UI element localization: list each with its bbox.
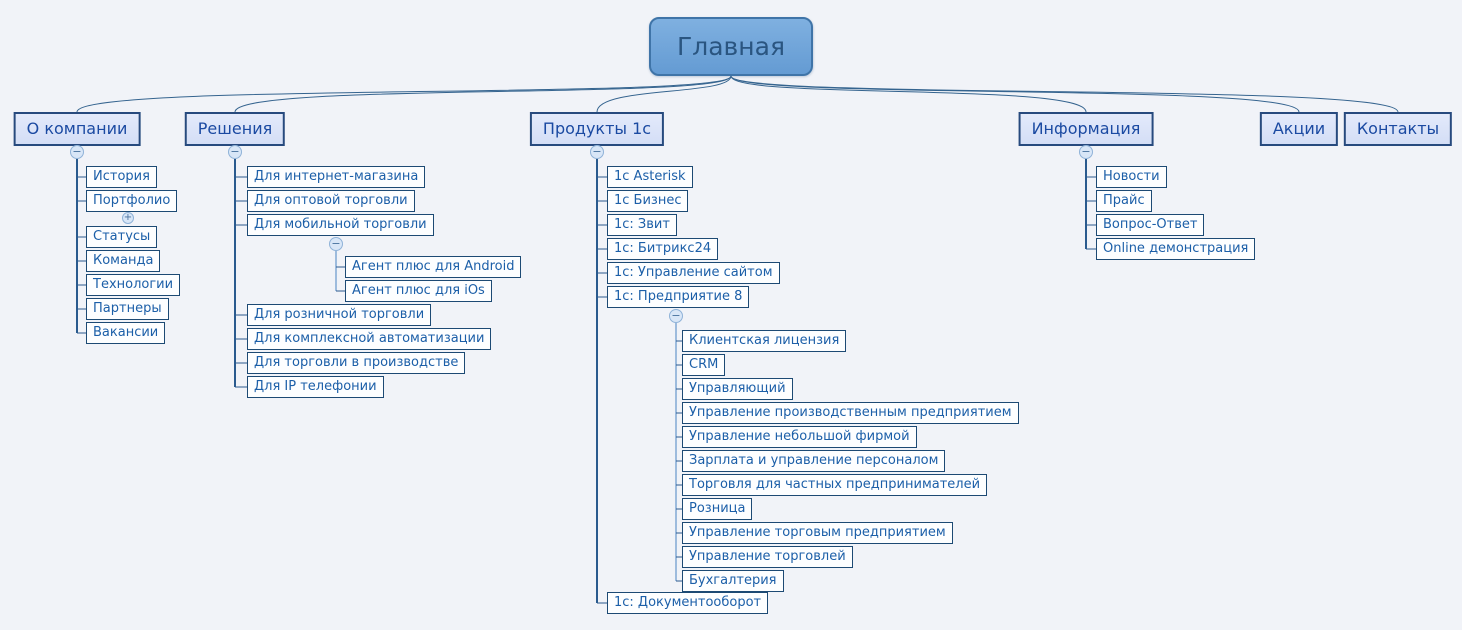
collapse-toggle-produkty-1c[interactable]: −	[590, 145, 604, 159]
node-klientskaya-litsenziya[interactable]: Клиентская лицензия	[682, 330, 847, 352]
node-agent-plus-android[interactable]: Агент плюс для Android	[345, 256, 522, 278]
node-produkty-1c[interactable]: Продукты 1с	[529, 112, 665, 146]
collapse-toggle-informatsiya[interactable]: −	[1079, 145, 1093, 159]
node-1c-bitriks24[interactable]: 1с: Битрикс24	[607, 238, 719, 260]
node-aktsii[interactable]: Акции	[1259, 112, 1339, 146]
node-komanda[interactable]: Команда	[86, 250, 161, 272]
node-o-kompanii[interactable]: О компании	[13, 112, 141, 146]
node-upravlenie-torgovym-predpriyatiem[interactable]: Управление торговым предприятием	[682, 522, 953, 544]
node-istoriya[interactable]: История	[86, 166, 157, 188]
node-agent-plus-ios[interactable]: Агент плюс для iOs	[345, 280, 492, 302]
node-dlya-torgovli-v-proizvodstve[interactable]: Для торговли в производстве	[247, 352, 466, 374]
node-dlya-internet-magazina[interactable]: Для интернет-магазина	[247, 166, 426, 188]
node-roznitsa[interactable]: Розница	[682, 498, 753, 520]
node-tekhnologii[interactable]: Технологии	[86, 274, 181, 296]
node-1c-biznes[interactable]: 1с Бизнес	[607, 190, 689, 212]
node-statusy[interactable]: Статусы	[86, 226, 158, 248]
collapse-toggle-o-kompanii[interactable]: −	[70, 145, 84, 159]
node-bukhgalteriya[interactable]: Бухгалтерия	[682, 570, 784, 592]
node-upravlenie-nebolshoy-firmoy[interactable]: Управление небольшой фирмой	[682, 426, 917, 448]
node-prays[interactable]: Прайс	[1096, 190, 1152, 212]
node-dlya-ip-telefonii[interactable]: Для IP телефонии	[247, 376, 384, 398]
node-zarplata-i-upravlenie-personalom[interactable]: Зарплата и управление персоналом	[682, 450, 946, 472]
node-novosti[interactable]: Новости	[1096, 166, 1167, 188]
node-1c-upravlenie-saytom[interactable]: 1с: Управление сайтом	[607, 262, 780, 284]
node-dlya-roznichnoy-torgovli[interactable]: Для розничной торговли	[247, 304, 432, 326]
node-crm[interactable]: CRM	[682, 354, 726, 376]
collapse-toggle-mobilnoy-torgovli[interactable]: −	[329, 237, 343, 251]
node-dlya-mobilnoy-torgovli[interactable]: Для мобильной торговли	[247, 214, 434, 236]
node-resheniya[interactable]: Решения	[184, 112, 286, 146]
node-1c-asterisk[interactable]: 1с Asterisk	[607, 166, 693, 188]
node-informatsiya[interactable]: Информация	[1018, 112, 1154, 146]
node-portfolio[interactable]: Портфолио	[86, 190, 178, 212]
expand-toggle-portfolio[interactable]: +	[122, 212, 134, 224]
node-1c-zvit[interactable]: 1с: Звит	[607, 214, 677, 236]
node-upravlenie-torgovley[interactable]: Управление торговлей	[682, 546, 853, 568]
node-partnery[interactable]: Партнеры	[86, 298, 169, 320]
node-torgovlya-dlya-chastnykh-predprinimateley[interactable]: Торговля для частных предпринимателей	[682, 474, 988, 496]
node-glavnaya[interactable]: Главная	[649, 17, 813, 76]
node-vopros-otvet[interactable]: Вопрос-Ответ	[1096, 214, 1205, 236]
collapse-toggle-predpriyatie-8[interactable]: −	[669, 309, 683, 323]
node-1c-dokumentooborot[interactable]: 1с: Документооборот	[607, 592, 769, 614]
node-upravlenie-proizvodstvennym-predpriyatiem[interactable]: Управление производственным предприятием	[682, 402, 1019, 424]
node-online-demonstratsiya[interactable]: Online демонстрация	[1096, 238, 1256, 260]
node-vakansii[interactable]: Вакансии	[86, 322, 166, 344]
node-dlya-optovoy-torgovli[interactable]: Для оптовой торговли	[247, 190, 415, 212]
node-kontakty[interactable]: Контакты	[1343, 112, 1453, 146]
node-dlya-kompleksnoy-avtomatizatsii[interactable]: Для комплексной автоматизации	[247, 328, 492, 350]
collapse-toggle-resheniya[interactable]: −	[228, 145, 242, 159]
node-1c-predpriyatie-8[interactable]: 1с: Предприятие 8	[607, 286, 750, 308]
node-upravlyayushchiy[interactable]: Управляющий	[682, 378, 793, 400]
